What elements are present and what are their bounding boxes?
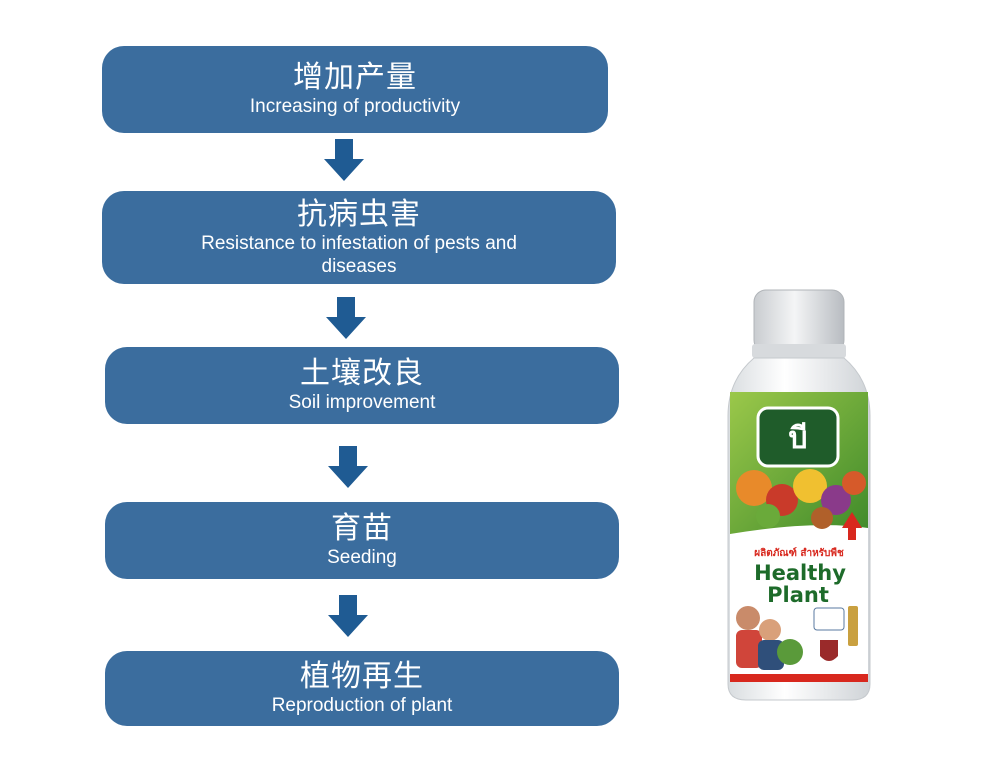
product-thai-text: ผลิตภัณฑ์ สำหรับพืช	[754, 547, 844, 559]
flow-step-2: 抗病虫害 Resistance to infestation of pests …	[102, 191, 616, 284]
step-5-chinese: 植物再生	[300, 660, 424, 694]
step-3-english: Soil improvement	[289, 391, 436, 414]
down-arrow-icon	[324, 139, 364, 181]
step-3-chinese: 土壤改良	[300, 357, 424, 391]
flow-step-1: 增加产量 Increasing of productivity	[102, 46, 608, 133]
down-arrow-icon	[328, 446, 368, 488]
flow-step-4: 育苗 Seeding	[105, 502, 619, 579]
step-2-chinese: 抗病虫害	[297, 198, 421, 232]
flow-step-3: 土壤改良 Soil improvement	[105, 347, 619, 424]
step-4-chinese: 育苗	[331, 512, 393, 546]
step-5-english: Reproduction of plant	[272, 694, 453, 717]
svg-text:บี: บี	[788, 421, 807, 456]
product-name-line1: Healthy	[754, 561, 846, 585]
step-2-english: Resistance to infestation of pests and d…	[182, 232, 536, 278]
flow-step-5: 植物再生 Reproduction of plant	[105, 651, 619, 726]
step-1-english: Increasing of productivity	[250, 95, 460, 118]
step-1-chinese: 增加产量	[293, 61, 417, 95]
step-4-english: Seeding	[327, 546, 397, 569]
product-name-line2: Plant	[767, 583, 829, 607]
down-arrow-icon	[326, 297, 366, 339]
down-arrow-icon	[328, 595, 368, 637]
product-bottle-image: บี ผลิตภัณฑ์ สำหรับพืช Healthy Plant	[724, 288, 874, 704]
